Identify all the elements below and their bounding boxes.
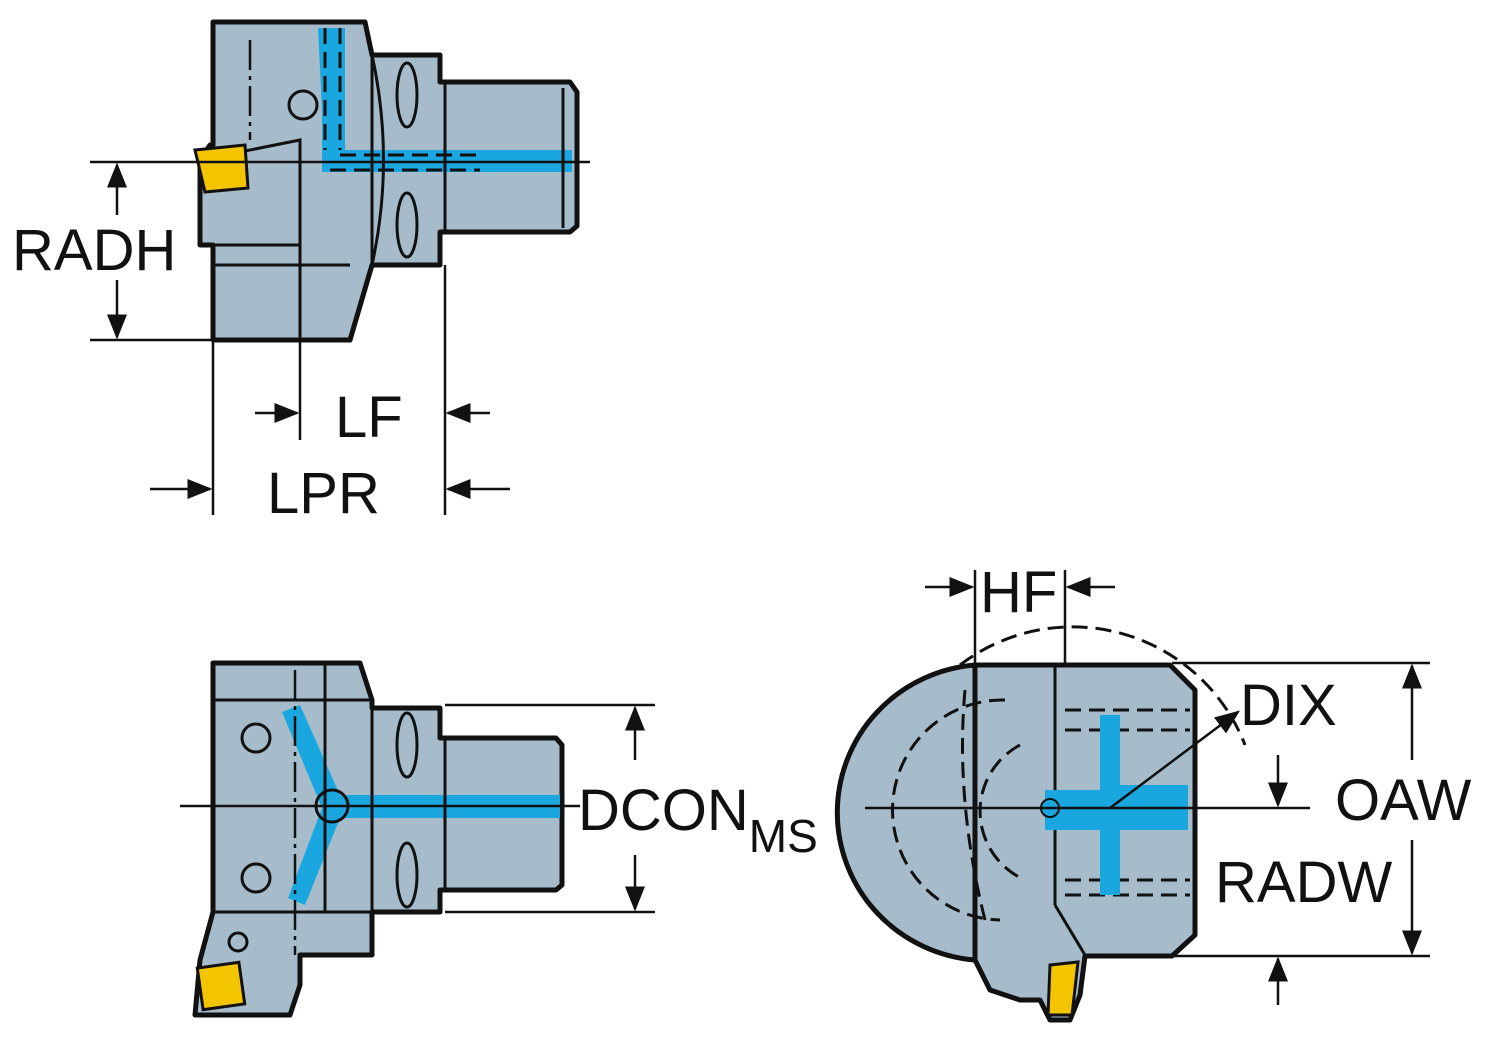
insert-icon xyxy=(1046,960,1080,1017)
dix-label: DIX xyxy=(1240,673,1337,738)
front-view: HF DIX OAW RADW xyxy=(834,560,1472,1023)
side-view: DCONMS xyxy=(180,660,818,1018)
oaw-label: OAW xyxy=(1335,768,1472,833)
insert-icon xyxy=(193,143,250,194)
dcon-label: DCONMS xyxy=(578,778,818,862)
radw-label: RADW xyxy=(1215,850,1392,915)
top-view: RADH LF LPR xyxy=(12,19,590,526)
radh-label: RADH xyxy=(12,218,176,283)
insert-icon xyxy=(195,960,247,1012)
lf-label: LF xyxy=(335,385,403,450)
lpr-label: LPR xyxy=(267,461,380,526)
hf-label: HF xyxy=(980,560,1057,625)
